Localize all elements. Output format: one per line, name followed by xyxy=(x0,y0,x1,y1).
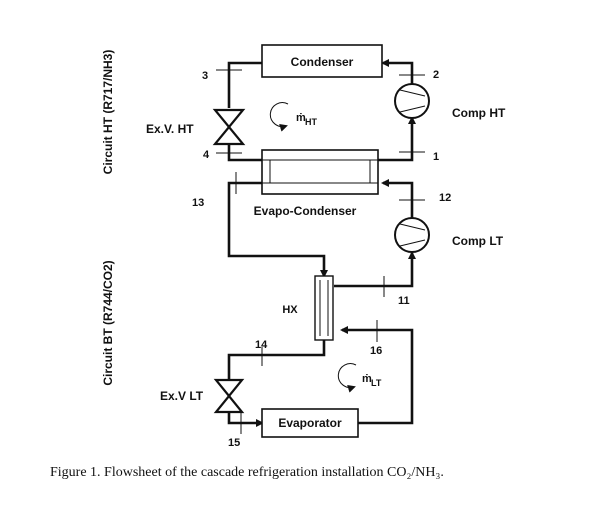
m-lt-label: ṁ xyxy=(362,373,372,385)
circuit-ht-label: Circuit HT (R717/NH3) xyxy=(101,50,115,175)
circuit-bt-label: Circuit BT (R744/CO2) xyxy=(101,260,115,385)
comp-ht-symbol xyxy=(394,83,430,119)
hx-label: HX xyxy=(282,304,298,316)
ht-circuit-pipes xyxy=(227,59,416,162)
state-point-15: 15 xyxy=(228,437,240,449)
m-lt-arrow-icon xyxy=(337,363,357,393)
condenser-label: Condenser xyxy=(291,55,354,69)
state-point-4: 4 xyxy=(203,149,210,161)
m-ht-label: ṁ xyxy=(296,112,306,124)
figure-caption: Figure 1. Flowsheet of the cascade refri… xyxy=(50,465,444,480)
state-point-13: 13 xyxy=(192,197,204,209)
exv-ht-symbol xyxy=(212,108,246,146)
state-point-ticks xyxy=(216,69,425,434)
m-ht-sub: HT xyxy=(305,117,317,127)
exv-lt-label: Ex.V LT xyxy=(160,389,204,403)
exv-ht-label: Ex.V. HT xyxy=(146,122,194,136)
state-point-12: 12 xyxy=(439,192,451,204)
state-point-14: 14 xyxy=(255,339,268,351)
comp-ht-label: Comp HT xyxy=(452,106,506,120)
m-ht-arrow-icon xyxy=(269,102,289,132)
state-point-2: 2 xyxy=(433,69,439,81)
m-lt-sub: LT xyxy=(371,378,382,388)
comp-lt-symbol xyxy=(394,217,430,253)
condenser-box xyxy=(261,44,383,78)
comp-lt-label: Comp LT xyxy=(452,234,504,248)
evapo-condenser-label: Evapo-Condenser xyxy=(254,204,357,218)
evapo-condenser xyxy=(261,149,379,195)
state-point-11: 11 xyxy=(398,295,410,307)
hx-symbol xyxy=(314,275,334,341)
evaporator-box xyxy=(261,408,359,438)
evaporator-label: Evaporator xyxy=(278,416,342,430)
state-point-1: 1 xyxy=(433,151,439,163)
state-point-3: 3 xyxy=(202,70,208,82)
exv-lt-symbol xyxy=(213,378,245,414)
state-point-16: 16 xyxy=(370,345,382,357)
